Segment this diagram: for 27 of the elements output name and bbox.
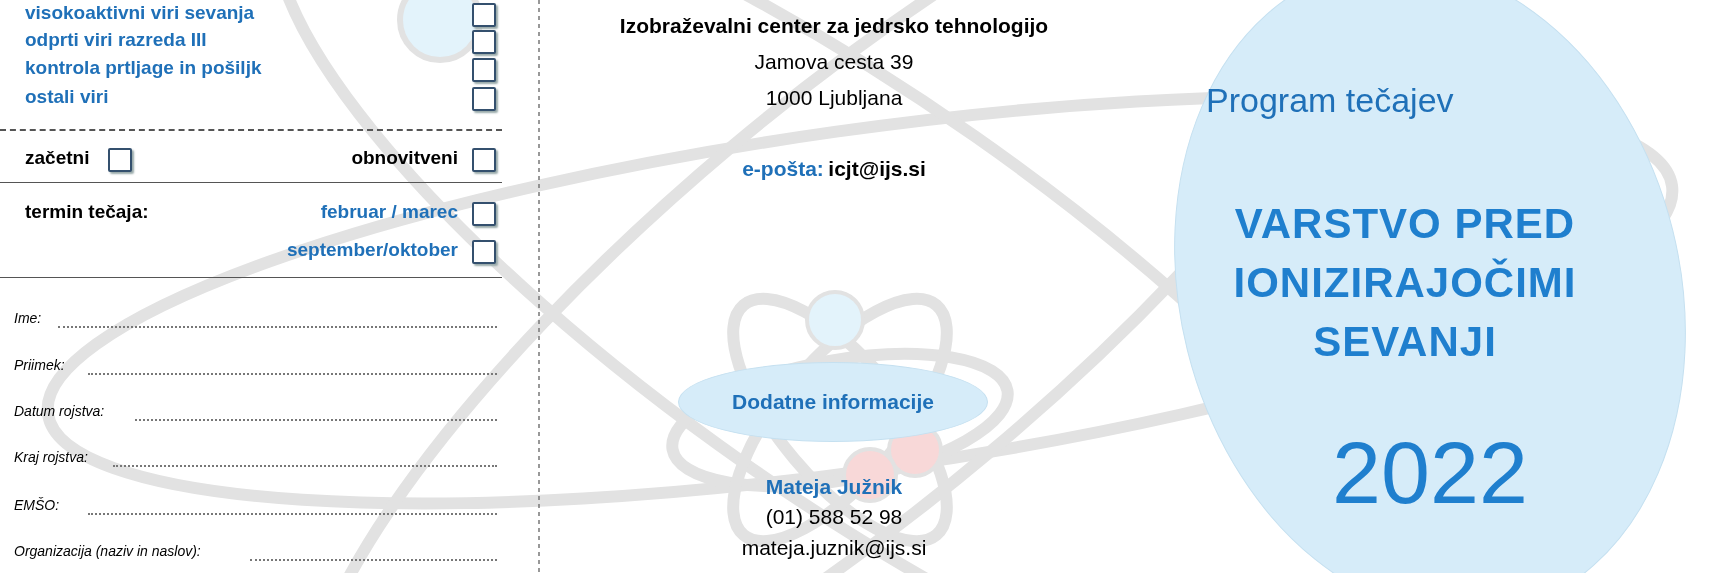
field-label: Datum rojstva: — [14, 402, 105, 420]
info-text: Jamova cesta 39 — [753, 48, 915, 74]
info-text: 1000 Ljubljana — [764, 84, 904, 110]
subtitle: Program tečajev — [1206, 80, 1454, 121]
option-label: obnovitveni — [351, 146, 458, 170]
option-label: začetni — [25, 146, 90, 170]
email-label: e-pošta: — [742, 157, 824, 180]
option-label: kontrola prtljage in pošiljk — [25, 56, 262, 80]
year-text: 2022 — [1331, 422, 1529, 524]
option-label: odprti viri razreda III — [25, 28, 207, 52]
info-text: mateja.juznik@ijs.si — [740, 534, 928, 560]
field-label: Kraj rojstva: — [14, 448, 88, 466]
info-text: Mateja Južnik — [764, 473, 904, 499]
title-text: VARSTVO PRED IONIZIRAJOČIMI SEVANJI — [1232, 199, 1578, 367]
info-text: (01) 588 52 98 — [764, 503, 904, 529]
option-label: september/oktober — [286, 238, 458, 262]
field-label: Organizacija (naziv in naslov): — [14, 542, 201, 560]
email-address: icjt@ijs.si — [828, 157, 926, 180]
info-text: Izobraževalni center za jedrsko tehnologijo — [618, 12, 1050, 38]
option-label: februar / marec — [320, 200, 458, 224]
info-text: termin tečaja: — [25, 200, 149, 224]
option-label: ostali viri — [25, 85, 109, 109]
ellipse-text: Dodatne informacije — [732, 390, 934, 414]
option-label: visokoaktivni viri sevanja — [25, 1, 255, 25]
field-label: Priimek: — [14, 356, 65, 374]
field-label: EMŠO: — [14, 496, 60, 514]
field-label: Ime: — [14, 309, 42, 327]
